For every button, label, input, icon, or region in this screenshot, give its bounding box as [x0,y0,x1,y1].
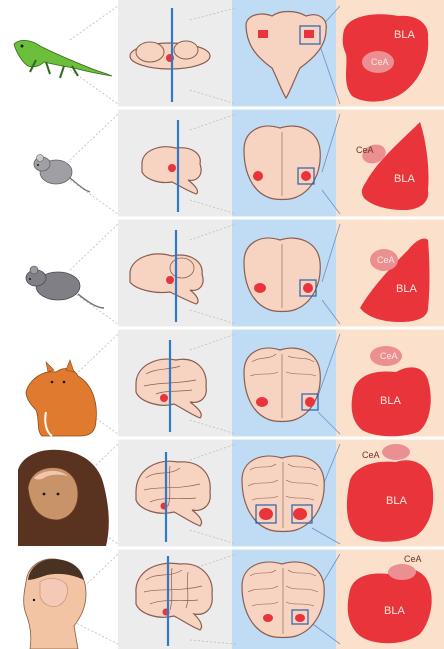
cat-cea-label: CeA [380,351,398,361]
monkey-cea-region [382,444,410,460]
cat-bla-label: BLA [380,395,401,407]
mouse-cea-label: CeA [356,145,374,155]
human-bla-label: BLA [384,605,405,617]
column-coronal-section-background [232,0,336,649]
mouse-amygdala-marker [168,164,176,172]
mouse-bla-label: BLA [394,173,415,185]
rat-amygdala-marker [166,276,174,284]
mouse-coronal-section [244,126,320,199]
human-cea-region [388,564,416,580]
cat-amygdala-marker [160,394,168,402]
monkey-coronal-section [242,456,324,531]
column-species-background [0,0,118,649]
rat-coronal-section [244,238,320,311]
lizard-cea-label: CeA [371,57,389,67]
rat-bla-label: BLA [396,283,417,295]
cat-coronal-section [244,348,320,421]
human-coronal-section [242,562,324,637]
rat-cea-label: CeA [377,255,395,265]
human-cea-label: CeA [404,554,422,564]
monkey-cea-label: CeA [362,450,380,460]
monkey-bla-label: BLA [386,495,407,507]
lizard-bla-label: BLA [394,29,415,41]
